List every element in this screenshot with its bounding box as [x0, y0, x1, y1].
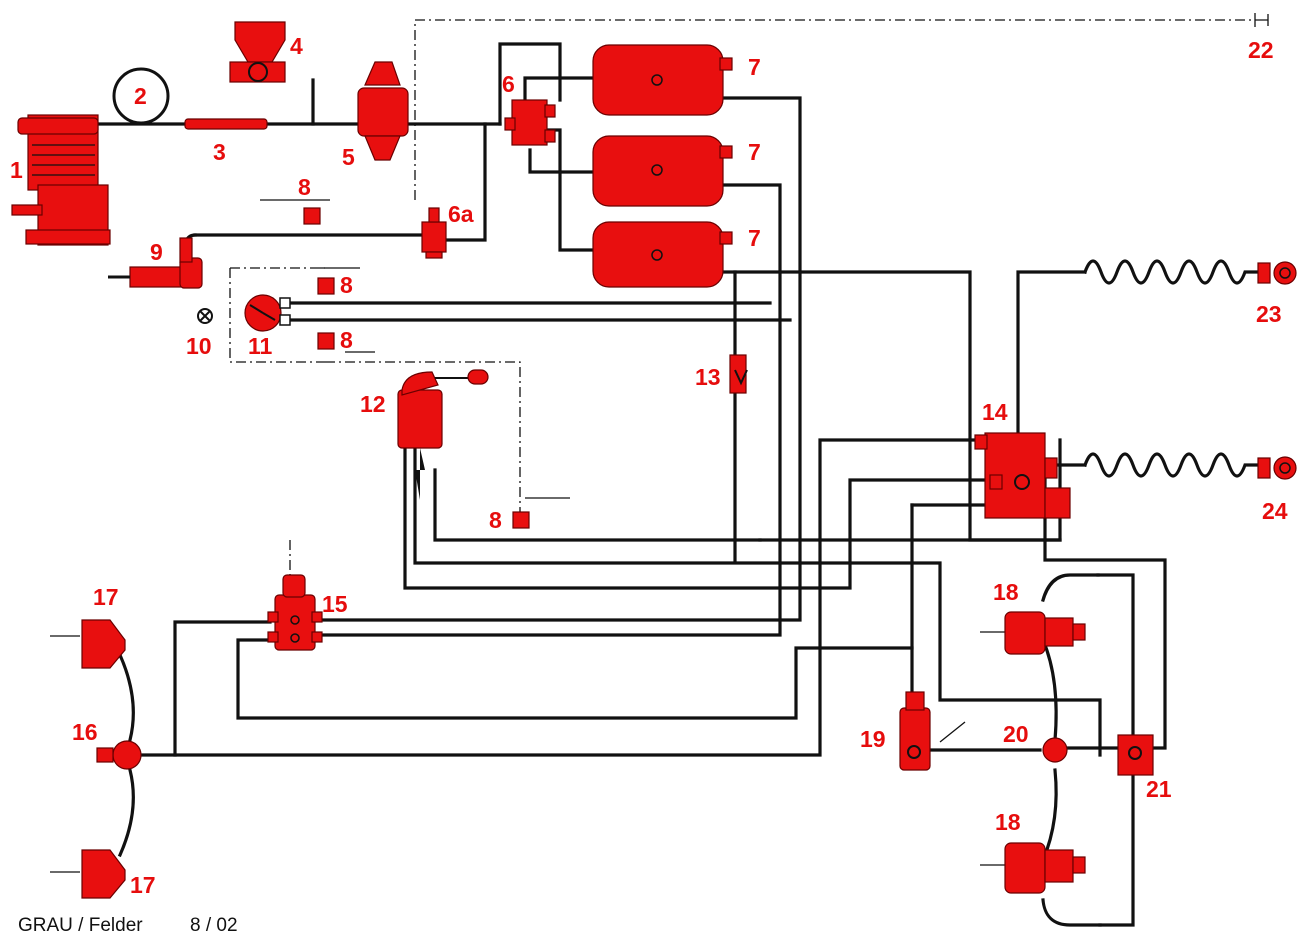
antifreeze-pump: [229, 21, 286, 83]
pressure-limiting-valve: [421, 207, 447, 259]
footer-author: GRAU / Felder: [18, 915, 143, 936]
coupling-head-control: [1254, 13, 1269, 27]
brake-chamber-front-right: [81, 849, 126, 899]
foot-brake-valve: [397, 369, 489, 500]
label-12: 12: [360, 391, 386, 417]
hand-brake-valve: [108, 237, 203, 289]
label-2: 2: [134, 83, 147, 109]
air-reservoir-1: [592, 44, 724, 116]
label-8d: 8: [489, 507, 502, 533]
test-connector-3: [317, 332, 335, 350]
label-7a: 7: [748, 54, 761, 80]
shuttle-valve: [1042, 737, 1068, 763]
label-19: 19: [860, 726, 886, 752]
check-valve: [729, 354, 748, 394]
relay-valve: [267, 574, 323, 651]
label-17a: 17: [93, 584, 119, 610]
control-lines: [50, 19, 1255, 873]
label-7b: 7: [748, 139, 761, 165]
coupling-head-supply: [1257, 261, 1297, 285]
parking-brake-valve: [899, 691, 931, 771]
label-13: 13: [695, 364, 721, 390]
compressor: [11, 114, 111, 246]
test-connector-4: [512, 511, 530, 529]
spring-brake-chamber-lower: [1004, 842, 1086, 894]
label-5: 5: [342, 144, 355, 170]
label-20: 20: [1003, 721, 1029, 747]
label-17b: 17: [130, 872, 156, 898]
warning-lamp: [197, 308, 213, 324]
label-21: 21: [1146, 776, 1172, 802]
trailer-control-valve: [974, 432, 1071, 519]
label-14: 14: [982, 399, 1008, 425]
label-4: 4: [290, 33, 303, 59]
air-reservoirs: [592, 44, 733, 288]
coil-hoses: [1082, 259, 1260, 478]
air-reservoir-2: [592, 135, 724, 207]
test-connector-2: [317, 277, 335, 295]
label-3: 3: [213, 139, 226, 165]
label-6a: 6a: [448, 201, 474, 227]
label-18a: 18: [993, 579, 1019, 605]
air-reservoir-3: [592, 221, 724, 288]
coupling-head-brake: [1257, 456, 1297, 480]
label-8b: 8: [340, 272, 353, 298]
pressure-gauge: [112, 67, 170, 125]
test-connector-1: [303, 207, 321, 225]
pipes: [98, 42, 1167, 927]
spring-brake-chamber-upper: [1004, 611, 1086, 655]
quick-release-valve: [96, 740, 142, 770]
line-filter: [184, 118, 268, 130]
label-8a: 8: [298, 174, 311, 200]
label-7c: 7: [748, 225, 761, 251]
label-15: 15: [322, 591, 348, 617]
label-23: 23: [1256, 301, 1282, 327]
label-8c: 8: [340, 327, 353, 353]
label-9: 9: [150, 239, 163, 265]
pressure-regulator: [357, 61, 409, 161]
footer-date: 8 / 02: [190, 915, 238, 936]
component-labels: 1 2 3 4 5 6 6a 7 7 7 8 8 8 8 9 10 11 12 …: [10, 33, 1288, 898]
label-1: 1: [10, 157, 23, 183]
relay-emergency-valve: [1117, 734, 1154, 776]
label-22: 22: [1248, 37, 1274, 63]
multi-circuit-protection-valve: [504, 99, 556, 146]
label-16: 16: [72, 719, 98, 745]
brake-chamber-front-left: [81, 619, 126, 669]
label-11: 11: [248, 333, 273, 359]
label-24: 24: [1262, 498, 1288, 524]
label-10: 10: [186, 333, 212, 359]
label-6: 6: [502, 71, 515, 97]
dual-pressure-gauge: [244, 294, 291, 332]
label-18b: 18: [995, 809, 1021, 835]
